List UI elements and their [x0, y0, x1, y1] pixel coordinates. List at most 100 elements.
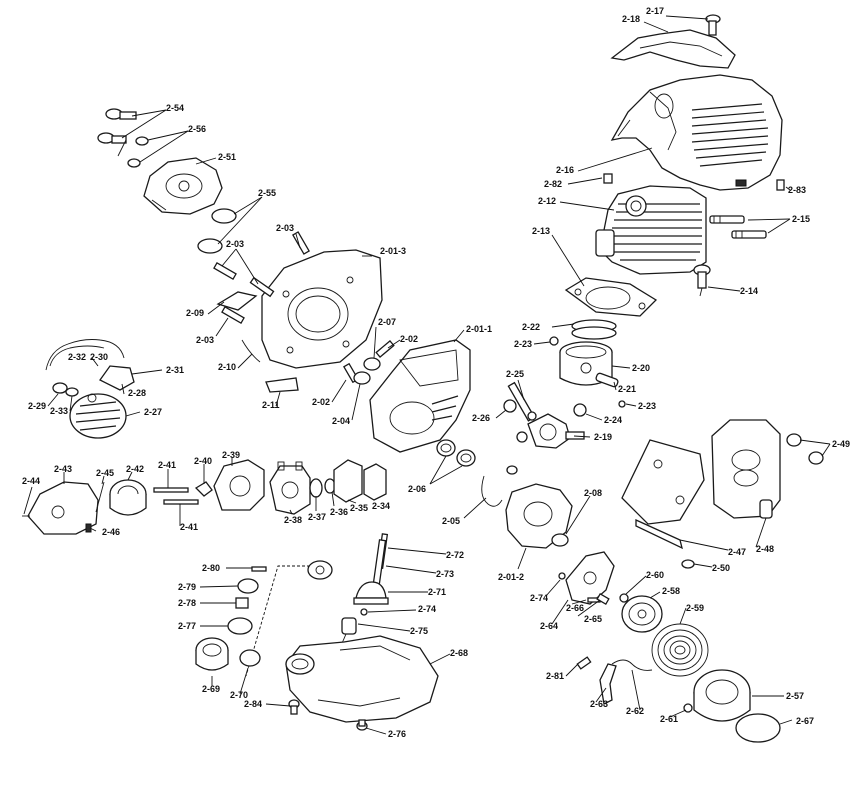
starter-rope	[611, 659, 653, 671]
primer-valve	[360, 608, 368, 616]
ignition-coil	[45, 339, 135, 397]
callout-2-25: 2-25	[506, 369, 524, 379]
callout-2-59: 2-59	[686, 603, 704, 613]
fuel-cap-top-view	[307, 560, 333, 580]
air-box-screw-1	[153, 487, 189, 493]
recoil-spring	[651, 623, 709, 677]
muffler-nut-1	[786, 433, 802, 447]
callout-2-26: 2-26	[472, 413, 490, 423]
primer-bulb	[353, 581, 389, 605]
callout-2-14: 2-14	[740, 286, 758, 296]
piston-clip	[549, 336, 559, 346]
callout-2-63: 2-63	[590, 699, 608, 709]
small-bearing	[573, 403, 587, 417]
retainer-ring	[506, 465, 518, 475]
tank-cap-seal	[237, 578, 259, 594]
case-bolt-1	[213, 262, 237, 280]
tank-cap-gasket	[227, 617, 253, 635]
callout-2-27: 2-27	[144, 407, 162, 417]
callout-2-70: 2-70	[230, 690, 248, 700]
callout-2-66: 2-66	[566, 603, 584, 613]
callout-2-47: 2-47	[728, 547, 746, 557]
piston-pin-clip	[618, 400, 626, 408]
callout-2-57: 2-57	[786, 691, 804, 701]
spacer-block-side	[776, 179, 785, 191]
callout-2-30: 2-30	[90, 352, 108, 362]
flat-washer-1	[211, 208, 237, 224]
callout-2-36: 2-36	[330, 507, 348, 517]
callout-2-83: 2-83	[788, 185, 806, 195]
callout-2-37: 2-37	[308, 512, 326, 522]
rope-guide	[576, 656, 592, 670]
cover-screw	[705, 14, 721, 36]
muffler-heat-shield	[621, 439, 705, 550]
callout-2-02-lower: 2-02	[312, 397, 330, 407]
callout-2-74-left: 2-74	[418, 604, 436, 614]
callout-2-77: 2-77	[178, 621, 196, 631]
assembly-line	[245, 565, 320, 677]
clutch-washer-2	[127, 158, 141, 168]
callout-2-02-upper: 2-02	[400, 334, 418, 344]
muffler	[711, 419, 781, 519]
callout-2-51: 2-51	[218, 152, 236, 162]
case-bolt-4	[221, 306, 245, 324]
callout-2-38: 2-38	[284, 515, 302, 525]
callout-2-45: 2-45	[96, 468, 114, 478]
spring-clip	[481, 475, 503, 507]
carb-gasket	[309, 478, 323, 498]
callout-2-71: 2-71	[428, 587, 446, 597]
callout-2-69: 2-69	[202, 684, 220, 694]
oil-seal-ring	[353, 371, 371, 385]
callout-2-67: 2-67	[796, 716, 814, 726]
callout-2-03-top: 2-03	[276, 223, 294, 233]
callout-2-17: 2-17	[646, 6, 664, 16]
callout-2-24: 2-24	[604, 415, 622, 425]
muffler-bolt	[681, 559, 695, 569]
vent-valve	[235, 597, 249, 609]
callout-2-20: 2-20	[632, 363, 650, 373]
callout-2-29: 2-29	[28, 401, 46, 411]
callout-2-64: 2-64	[540, 621, 558, 631]
callout-2-78: 2-78	[178, 598, 196, 608]
callout-2-42: 2-42	[126, 464, 144, 474]
callout-2-84: 2-84	[244, 699, 262, 709]
callout-2-68: 2-68	[450, 648, 468, 658]
callout-2-60: 2-60	[646, 570, 664, 580]
callout-2-31: 2-31	[166, 365, 184, 375]
callout-2-32: 2-32	[68, 352, 86, 362]
muffler-nut-2	[808, 451, 824, 465]
air-filter-element	[109, 479, 147, 516]
pawl	[619, 593, 629, 603]
callout-2-01-1: 2-01-1	[466, 324, 492, 334]
tank-screw-lower	[356, 719, 368, 731]
choke-lever	[194, 481, 213, 497]
callout-2-04: 2-04	[332, 416, 350, 426]
callout-2-81: 2-81	[546, 671, 564, 681]
callout-2-05: 2-05	[442, 516, 460, 526]
dust-seal	[265, 377, 299, 393]
starter-pulley-cover	[565, 551, 615, 605]
carburetor	[269, 461, 311, 515]
intake-gasket	[363, 463, 387, 501]
crankcase-clutch-side	[261, 249, 383, 369]
starter-handle	[599, 663, 617, 705]
callout-2-82: 2-82	[544, 179, 562, 189]
starter-pulley	[621, 595, 663, 633]
needle-bearing	[503, 399, 517, 413]
callout-2-41-upper: 2-41	[158, 460, 176, 470]
intake-insulator	[333, 459, 363, 503]
callout-2-41-lower: 2-41	[180, 522, 198, 532]
air-box-screw-2	[163, 499, 199, 505]
callout-2-01-2: 2-01-2	[498, 572, 524, 582]
callout-2-44: 2-44	[22, 476, 40, 486]
callout-2-13: 2-13	[532, 226, 550, 236]
bracket-plate	[216, 291, 258, 311]
callout-2-33: 2-33	[50, 406, 68, 416]
callout-2-03-low: 2-03	[196, 335, 214, 345]
vent-line	[251, 566, 267, 572]
cylinder	[595, 185, 707, 275]
callout-2-10: 2-10	[218, 362, 236, 372]
crankcase-starter-side	[505, 483, 573, 549]
clutch-shoulder-bolts	[97, 108, 137, 157]
